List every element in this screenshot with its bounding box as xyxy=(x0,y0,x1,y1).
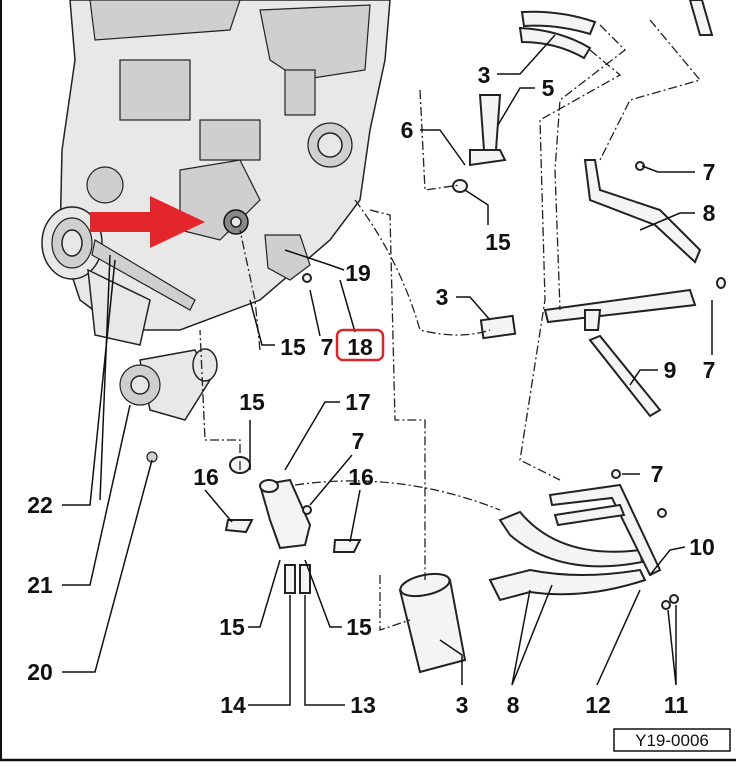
part-label: 3 xyxy=(456,692,469,718)
part-label: 19 xyxy=(345,260,371,286)
part-label: 13 xyxy=(350,692,376,718)
part-label: 7 xyxy=(703,357,716,383)
part-label: 3 xyxy=(436,284,449,310)
part-label: 8 xyxy=(703,200,716,226)
part-label: 8 xyxy=(507,692,520,718)
part-labels: 3 5 6 7 8 15 19 3 15 7 18 9 7 15 17 7 16… xyxy=(27,62,715,718)
part-label: 15 xyxy=(485,229,511,255)
part-label-highlighted: 18 xyxy=(347,334,373,360)
routing-lines xyxy=(199,19,702,631)
part-label: 16 xyxy=(348,464,374,490)
part-label: 20 xyxy=(27,659,53,685)
part-label: 21 xyxy=(27,572,53,598)
part-label: 6 xyxy=(401,117,414,143)
diagram-code: Y19-0006 xyxy=(635,731,709,750)
diagram-code-box xyxy=(613,728,731,752)
water-pump xyxy=(119,348,218,463)
red-arrow-indicator xyxy=(90,196,205,248)
highlight-box xyxy=(335,328,385,362)
part-label: 15 xyxy=(219,614,245,640)
part-label: 7 xyxy=(651,461,664,487)
part-label: 17 xyxy=(345,389,371,415)
part-label: 15 xyxy=(280,334,306,360)
part-label: 15 xyxy=(239,389,265,415)
part-label: 22 xyxy=(27,492,53,518)
part-label: 10 xyxy=(689,534,715,560)
leader-lines xyxy=(62,34,713,706)
part-label: 3 xyxy=(478,62,491,88)
engine-block xyxy=(41,0,391,501)
part-label: 11 xyxy=(664,692,689,718)
part-label: 12 xyxy=(585,692,611,718)
part-label: 14 xyxy=(220,692,246,718)
part-label: 7 xyxy=(703,159,716,185)
part-label: 15 xyxy=(346,614,372,640)
part-label: 7 xyxy=(352,428,365,454)
part-label: 9 xyxy=(664,357,677,383)
coolant-flange-housing xyxy=(224,456,362,594)
hoses xyxy=(302,0,726,674)
part-label: 7 xyxy=(321,334,334,360)
part-label: 5 xyxy=(542,75,555,101)
part-label: 16 xyxy=(193,464,219,490)
